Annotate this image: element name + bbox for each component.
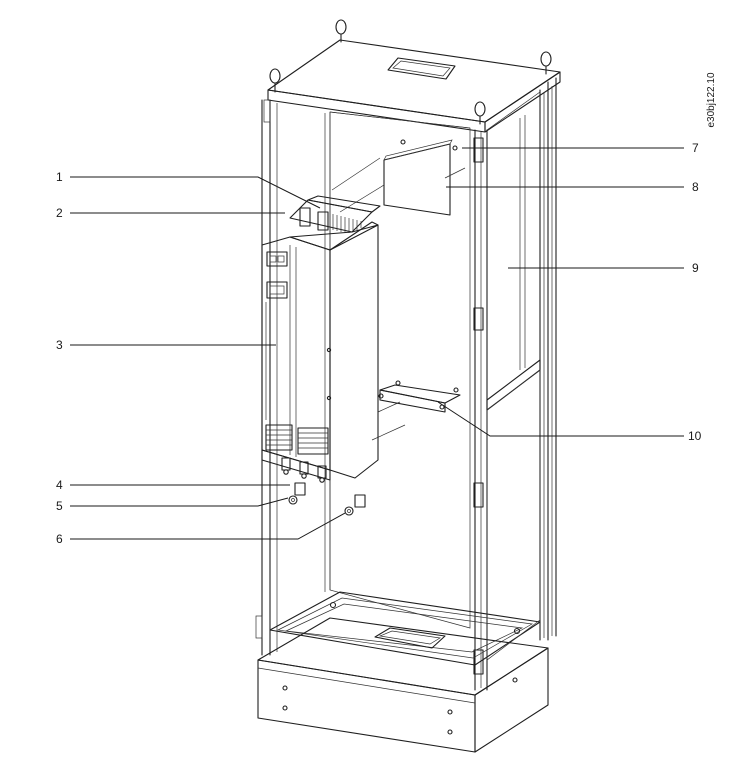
callout-3: 3 <box>56 338 63 352</box>
callout-2: 2 <box>56 206 63 220</box>
frame-post-front-right <box>473 129 488 691</box>
figure-code: e30bj122.10 <box>706 72 717 127</box>
support-bracket <box>378 380 461 413</box>
top-terminals <box>299 207 362 233</box>
leader-5 <box>70 497 289 507</box>
callout-6: 6 <box>56 532 63 546</box>
callout-7: 7 <box>692 141 699 155</box>
callout-1: 1 <box>56 170 63 184</box>
bottom-vents <box>265 424 329 455</box>
callout-leaders <box>70 147 684 540</box>
cabinet-enclosure <box>255 19 561 753</box>
cabinet-roof <box>267 39 561 133</box>
mounting-plate <box>383 139 458 216</box>
ground-terminal-left <box>288 482 306 505</box>
callout-10: 10 <box>688 429 702 443</box>
drive-unit <box>261 195 381 483</box>
lifting-eye-front-left <box>269 68 281 93</box>
lifting-eye-front-right <box>474 101 486 125</box>
callout-5: 5 <box>56 499 63 513</box>
frame-post-front-left <box>255 99 278 656</box>
callout-labels: 1 2 3 4 5 6 7 8 9 10 <box>56 141 702 546</box>
leader-1 <box>70 176 321 209</box>
callout-9: 9 <box>692 261 699 275</box>
callout-4: 4 <box>56 478 63 492</box>
ground-terminal-right <box>344 494 366 516</box>
leader-10 <box>437 401 684 437</box>
lifting-eye-back-left <box>335 19 347 43</box>
cabinet-plinth <box>257 617 549 753</box>
cabinet-base-frame <box>269 591 541 666</box>
leader-6 <box>70 512 346 540</box>
frame-post-back-right <box>486 77 557 641</box>
callout-8: 8 <box>692 180 699 194</box>
